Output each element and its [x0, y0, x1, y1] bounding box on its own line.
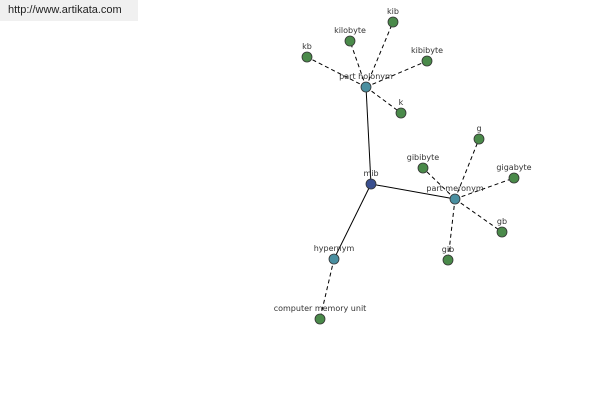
node-part-meronym[interactable]	[449, 193, 461, 205]
nodes-layer	[301, 16, 520, 325]
source-link[interactable]: http://www.artikata.com	[0, 0, 138, 21]
node-kilobyte[interactable]	[344, 35, 356, 47]
edge-part-meronym-to-g	[454, 138, 480, 200]
node-label-k[interactable]: k	[399, 98, 404, 107]
edge-hypernym-to-computer-memory-unit	[319, 258, 335, 320]
node-kb[interactable]	[301, 51, 313, 63]
edge-part-meronym-to-gib	[447, 198, 456, 261]
edge-part-holonym-to-kilobyte	[349, 40, 367, 88]
node-label-g[interactable]: g	[476, 124, 481, 133]
node-label-kib[interactable]: kib	[387, 7, 399, 16]
node-gib[interactable]	[442, 254, 454, 266]
node-label-hypernym[interactable]: hypernym	[314, 244, 355, 253]
edge-part-meronym-to-gb	[454, 198, 503, 233]
edge-part-holonym-to-k	[365, 86, 402, 114]
node-gigabyte[interactable]	[508, 172, 520, 184]
node-mib[interactable]	[365, 178, 377, 190]
node-label-gb[interactable]: gb	[497, 217, 507, 226]
edge-mib-to-part-meronym	[370, 183, 456, 200]
node-kibibyte[interactable]	[421, 55, 433, 67]
node-label-gibibyte[interactable]: gibibyte	[407, 153, 440, 162]
node-label-mib[interactable]: mib	[363, 169, 378, 178]
node-label-part-meronym[interactable]: part meronym	[426, 184, 483, 193]
node-k[interactable]	[395, 107, 407, 119]
node-computer-memory-unit[interactable]	[314, 313, 326, 325]
labels-layer: mib part holonym part meronym hypernym kib ki…	[274, 7, 532, 313]
node-label-kilobyte[interactable]: kilobyte	[334, 26, 366, 35]
node-part-holonym[interactable]	[360, 81, 372, 93]
node-label-gigabyte[interactable]: gigabyte	[496, 163, 531, 172]
node-label-kb[interactable]: kb	[302, 42, 312, 51]
node-hypernym[interactable]	[328, 253, 340, 265]
edges-layer	[306, 21, 515, 320]
edge-part-holonym-to-kib	[365, 21, 394, 88]
node-label-kibibyte[interactable]: kibibyte	[411, 46, 443, 55]
node-g[interactable]	[473, 133, 485, 145]
node-gb[interactable]	[496, 226, 508, 238]
node-label-computer-memory-unit[interactable]: computer memory unit	[274, 304, 367, 313]
edge-part-meronym-to-gibibyte	[422, 167, 456, 200]
node-gibibyte[interactable]	[417, 162, 429, 174]
edge-mib-to-part-holonym	[365, 86, 372, 185]
node-label-part-holonym[interactable]: part holonym	[339, 72, 393, 81]
edge-mib-to-hypernym	[333, 183, 372, 260]
edge-part-meronym-to-gigabyte	[454, 177, 515, 200]
node-kib[interactable]	[387, 16, 399, 28]
node-label-gib[interactable]: gib	[442, 245, 454, 254]
